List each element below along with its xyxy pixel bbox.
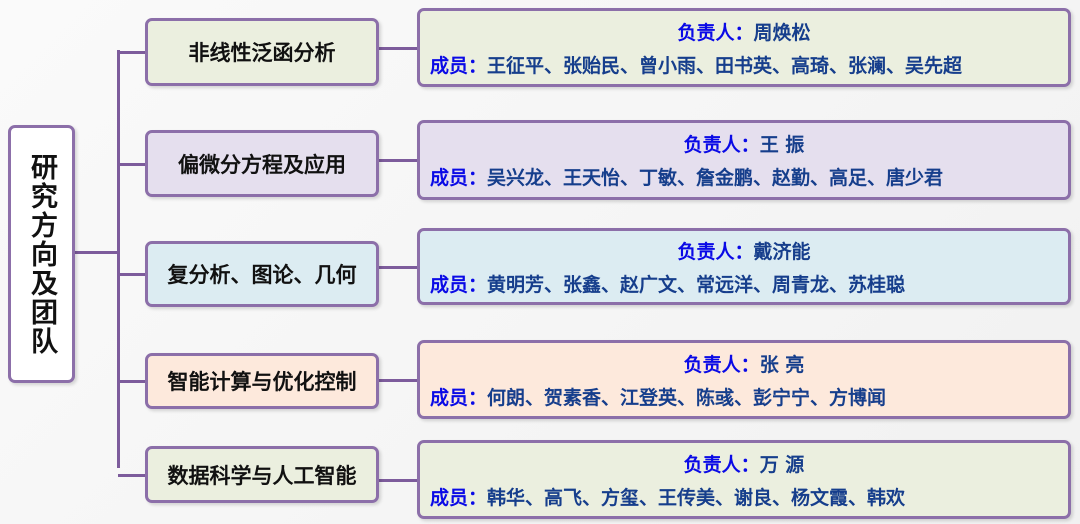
team-node: 负责人：戴济能 成员：黄明芳、张鑫、赵广文、常远洋、周青龙、苏桂聪 — [417, 228, 1071, 305]
root-title: 研究方向及团队 — [26, 152, 57, 356]
leader-label: 负责人： — [677, 21, 754, 44]
detail-connector — [378, 159, 418, 162]
team-node: 负责人：万 源 成员：韩华、高飞、方玺、王传美、谢良、杨文霞、韩欢 — [417, 440, 1071, 519]
team-node: 负责人：周焕松 成员：王征平、张贻民、曾小雨、田书英、高琦、张澜、吴先超 — [417, 8, 1071, 87]
direction-node: 数据科学与人工智能 — [145, 446, 379, 503]
members-label: 成员： — [430, 167, 488, 189]
leader-label: 负责人： — [677, 240, 754, 263]
branch-connector — [118, 273, 146, 276]
trunk-line — [117, 50, 120, 468]
leader-name: 戴济能 — [753, 240, 811, 263]
direction-node: 智能计算与优化控制 — [145, 353, 379, 409]
leader-name: 王 振 — [759, 134, 805, 156]
leader-label: 负责人： — [683, 353, 760, 376]
direction-node: 复分析、图论、几何 — [145, 241, 379, 307]
branch-connector — [118, 380, 146, 383]
direction-node: 非线性泛函分析 — [145, 18, 379, 86]
detail-connector — [378, 378, 418, 382]
direction-name: 智能计算与优化控制 — [167, 370, 357, 394]
branch-connector — [118, 51, 146, 54]
members-list: 王征平、张贻民、曾小雨、田书英、高琦、张澜、吴先超 — [487, 54, 963, 77]
direction-name: 偏微分方程及应用 — [178, 152, 346, 177]
members-list: 吴兴龙、王天怡、丁敏、詹金鹏、赵勤、高足、唐少君 — [487, 167, 944, 189]
members-list: 何朗、贺素香、江登英、陈彧、彭宁宁、方博闻 — [487, 386, 887, 409]
branch-connector — [118, 162, 146, 166]
direction-name: 复分析、图论、几何 — [167, 263, 357, 287]
members-list: 韩华、高飞、方玺、王传美、谢良、杨文霞、韩欢 — [487, 486, 906, 509]
members-label: 成员： — [430, 486, 488, 509]
leader-label: 负责人： — [683, 134, 760, 156]
leader-label: 负责人： — [683, 453, 760, 476]
root-connector — [74, 251, 119, 254]
leader-name: 张 亮 — [759, 353, 805, 376]
members-label: 成员： — [430, 386, 488, 409]
branch-connector — [118, 473, 146, 477]
members-label: 成员： — [430, 54, 488, 77]
detail-connector — [378, 265, 418, 269]
team-node: 负责人：张 亮 成员：何朗、贺素香、江登英、陈彧、彭宁宁、方博闻 — [417, 340, 1071, 419]
direction-node: 偏微分方程及应用 — [145, 130, 379, 197]
members-list: 黄明芳、张鑫、赵广文、常远洋、周青龙、苏桂聪 — [487, 273, 906, 296]
team-node: 负责人：王 振 成员：吴兴龙、王天怡、丁敏、詹金鹏、赵勤、高足、唐少君 — [417, 120, 1071, 200]
direction-name: 数据科学与人工智能 — [167, 463, 357, 488]
members-label: 成员： — [430, 273, 488, 296]
direction-name: 非线性泛函分析 — [188, 41, 336, 65]
leader-name: 周焕松 — [753, 21, 811, 44]
detail-connector — [378, 478, 418, 482]
detail-connector — [378, 46, 418, 50]
leader-name: 万 源 — [759, 453, 805, 476]
root-node: 研究方向及团队 — [8, 125, 75, 383]
